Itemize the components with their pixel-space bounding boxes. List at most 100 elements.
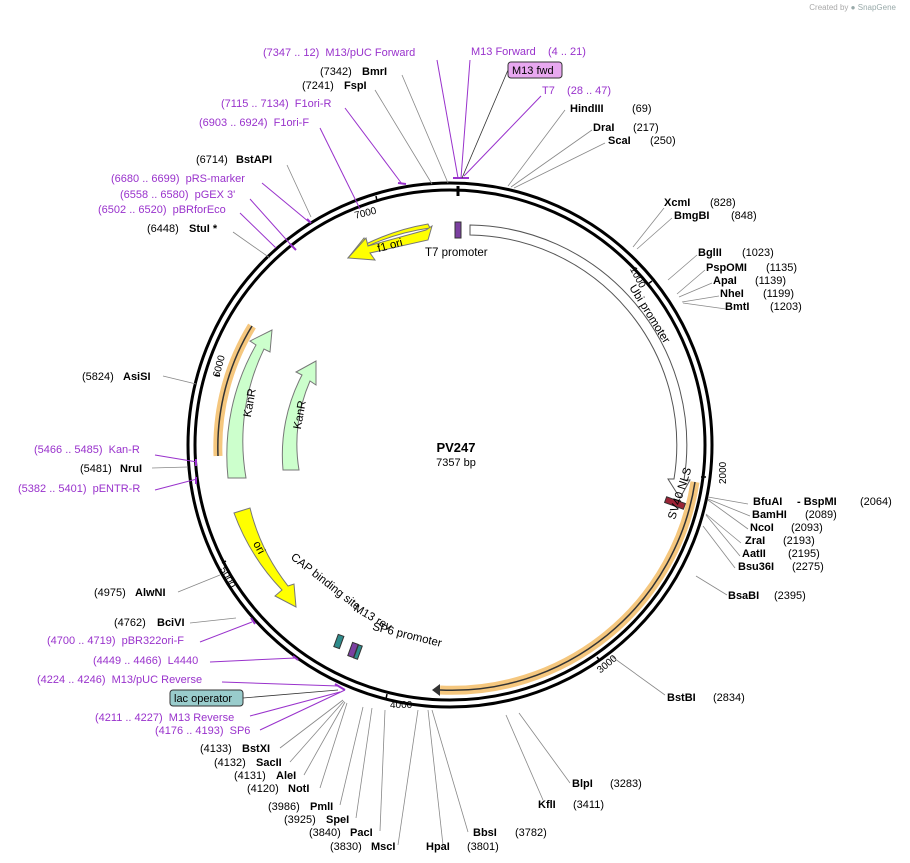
primer-label: (7115 .. 7134) F1ori-R xyxy=(221,98,332,110)
enzyme-name: SpeI xyxy=(326,814,349,826)
t7-promoter-mark xyxy=(454,221,462,239)
enzyme-pos: (3830) xyxy=(330,841,362,853)
enzyme-pos: (3283) xyxy=(610,778,642,790)
enzyme-name: HindIII xyxy=(570,103,604,115)
enzyme-pos: (2193) xyxy=(783,535,815,547)
enzyme-pos: (7342) xyxy=(320,66,352,78)
enzyme-pos: (1135) xyxy=(766,262,797,274)
enzyme-name: BfuAI xyxy=(753,496,782,508)
enzyme-labels: (7342) BmrI (7241) FspI HindIII (69) Dra… xyxy=(80,66,892,853)
enzyme-pos: (3925) xyxy=(284,814,316,826)
primer-label: T7 (28 .. 47) xyxy=(542,85,611,97)
enzyme-pos: (1199) xyxy=(763,288,794,300)
enzyme-name: BstBI xyxy=(667,692,696,704)
primer-label: (4176 .. 4193) SP6 xyxy=(155,725,250,737)
enzyme-name: BsaBI xyxy=(728,590,759,602)
enzyme-pos: (4131) xyxy=(234,770,266,782)
enzyme-name: HpaI xyxy=(426,841,450,853)
enzyme-pos: (3782) xyxy=(515,827,547,839)
tick-label-4000: 4000 xyxy=(390,700,413,711)
enzyme-name: PmlI xyxy=(310,801,333,813)
orange-arrow-head xyxy=(432,684,440,696)
enzyme-name: ApaI xyxy=(713,275,737,287)
enzyme-name: BmgBI xyxy=(674,210,709,222)
primer-label: (6680 .. 6699) pRS-marker xyxy=(111,173,245,185)
enzyme-name: BlpI xyxy=(572,778,593,790)
enzyme-name: NcoI xyxy=(750,522,774,534)
snapgene-icon: ● xyxy=(850,3,856,12)
tick-label-7000: 7000 xyxy=(353,206,378,222)
enzyme-name: StuI * xyxy=(189,223,218,235)
enzyme-name: PspOMI xyxy=(706,262,747,274)
credit: Created by ● SnapGene xyxy=(809,3,896,12)
primer-label: (6502 .. 6520) pBRforEco xyxy=(98,204,226,216)
enzyme-pos: (1203) xyxy=(770,301,802,313)
enzyme-name: AleI xyxy=(276,770,296,782)
lac-operator-label: lac operator xyxy=(174,693,232,705)
tick-label-3000: 3000 xyxy=(595,653,619,676)
primer-marks xyxy=(195,177,469,691)
primer-label: (7347 .. 12) M13/pUC Forward xyxy=(263,47,415,59)
enzyme-pos: (4975) xyxy=(94,587,126,599)
enzyme-pos: (3986) xyxy=(268,801,300,813)
orange-region-left-line xyxy=(217,325,253,457)
enzyme-pos: (2275) xyxy=(792,561,824,573)
f1-ori-body xyxy=(346,224,433,261)
primer-label: (5382 .. 5401) pENTR-R xyxy=(18,483,140,495)
cap-binding-label: CAP binding site xyxy=(288,551,362,613)
enzyme-pos: (6714) xyxy=(196,154,228,166)
enzyme-pos: (3801) xyxy=(467,841,499,853)
primer-label: (4211 .. 4227) M13 Reverse xyxy=(95,712,234,724)
primer-labels: (7347 .. 12) M13/pUC Forward M13 Forward… xyxy=(18,46,611,737)
orange-region-right-line xyxy=(439,481,696,692)
enzyme-pos: (4133) xyxy=(200,743,232,755)
tick-3000 xyxy=(596,656,601,662)
sp6-promoter-label: SP6 promoter xyxy=(371,621,443,650)
tick-4000 xyxy=(385,693,388,700)
backbone-outer xyxy=(186,181,714,709)
enzyme-name: XcmI xyxy=(664,197,690,209)
enzyme-leaders xyxy=(151,74,751,846)
primer-label: (4449 .. 4466) L4440 xyxy=(93,655,198,667)
enzyme-pos: (69) xyxy=(632,103,652,115)
enzyme-name: AatII xyxy=(742,548,766,560)
tick-1000 xyxy=(647,280,653,285)
sv40-nls-mark xyxy=(663,496,687,510)
m13-fwd-label: M13 fwd xyxy=(512,65,554,77)
lac-mark xyxy=(353,644,363,660)
enzyme-pos: (848) xyxy=(731,210,757,222)
m13-fwd-leader xyxy=(461,69,509,179)
tick-7000 xyxy=(375,195,378,202)
credit-brand: SnapGene xyxy=(857,3,896,12)
enzyme-pos: (3411) xyxy=(573,799,604,811)
enzyme-name: BmtI xyxy=(725,301,749,313)
credit-text: Created by xyxy=(809,3,849,12)
enzyme-pos: (828) xyxy=(710,197,736,209)
ori-arrow xyxy=(233,507,297,608)
primer-label: (6558 .. 6580) pGEX 3' xyxy=(120,189,235,201)
enzyme-name: NotI xyxy=(288,783,309,795)
kanr-arrow-inner xyxy=(281,360,317,471)
enzyme-name: PacI xyxy=(350,827,373,839)
tick-5000 xyxy=(221,560,227,564)
enzyme-pos: (5481) xyxy=(80,463,112,475)
enzyme-name: NheI xyxy=(720,288,744,300)
enzyme-pos: (2093) xyxy=(791,522,823,534)
plasmid-size: 7357 bp xyxy=(436,457,476,469)
enzyme-pos: (2195) xyxy=(788,548,820,560)
primer-label: (4224 .. 4246) M13/pUC Reverse xyxy=(37,674,202,686)
enzyme-name: KflI xyxy=(538,799,556,811)
enzyme-name: MscI xyxy=(371,841,395,853)
enzyme-pos: (4132) xyxy=(214,757,246,769)
enzyme-pos: (2089) xyxy=(805,509,837,521)
enzyme-name: DraI xyxy=(593,122,614,134)
enzyme-name: BstXI xyxy=(242,743,270,755)
kanr-arrow-outer xyxy=(226,329,273,479)
enzyme-name: SacII xyxy=(256,757,282,769)
enzyme-pos: (3840) xyxy=(309,827,341,839)
enzyme-pos: (2064) xyxy=(860,496,892,508)
tick-label-5000: 5000 xyxy=(217,565,237,590)
primer-label: (4700 .. 4719) pBR322ori-F xyxy=(47,635,184,647)
ubi-promoter-arrow xyxy=(469,224,691,499)
enzyme-name: ZraI xyxy=(745,535,765,547)
